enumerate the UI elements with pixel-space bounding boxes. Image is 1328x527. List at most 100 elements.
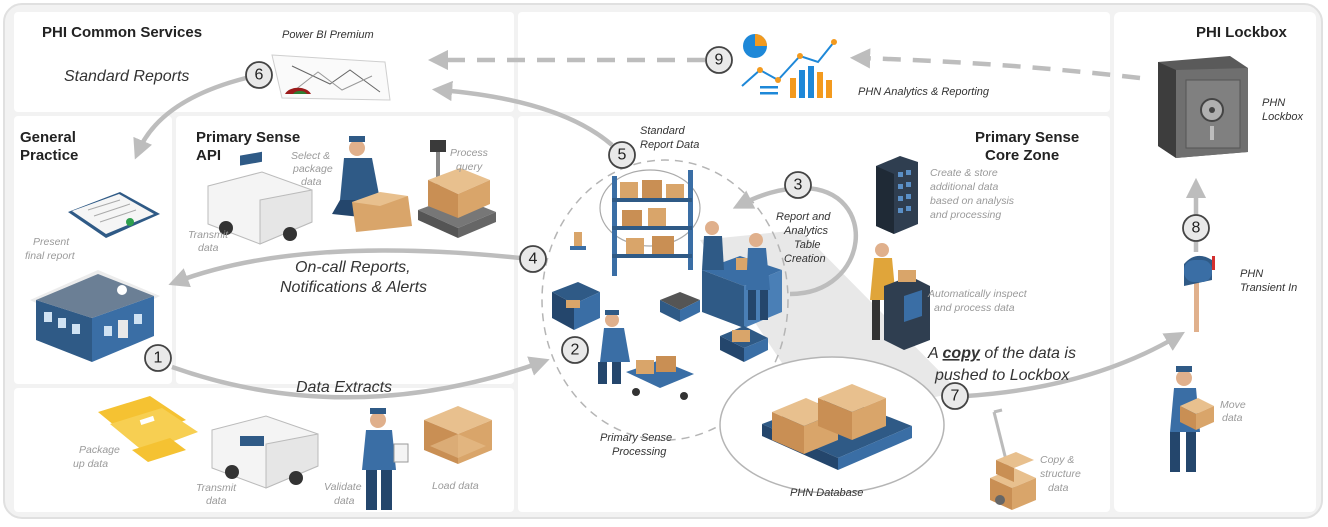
- arrow-copy-to-lockbox: [965, 331, 1185, 399]
- transmit-label-2: data: [198, 242, 219, 254]
- move-data-label-1: Move: [1220, 399, 1246, 411]
- envelopes-icon: [98, 396, 198, 462]
- report-tables-label-3: Table: [794, 239, 821, 251]
- shelf-highlight: [599, 169, 701, 247]
- step-8: 8: [1182, 214, 1210, 242]
- hand-truck-icon: [990, 408, 1036, 510]
- database-pallet-icon: [762, 384, 912, 470]
- create-store-label-3: based on analysis: [930, 195, 1015, 207]
- transmit-b-label-1: Transmit: [196, 482, 237, 494]
- step-4: 4: [519, 245, 547, 273]
- step-2: 2: [561, 336, 589, 364]
- standard-reports-label: Standard Reports: [64, 68, 189, 85]
- zone-title-lockbox: PHI Lockbox: [1196, 24, 1288, 41]
- step-3-label: 3: [794, 177, 803, 194]
- copy-structure-label-3: data: [1048, 482, 1069, 494]
- step-7: 7: [941, 382, 969, 410]
- ps-processing-label-2: Processing: [612, 446, 667, 458]
- inspect-label-1: Automatically inspect: [927, 288, 1028, 300]
- select-package-label-3: data: [301, 176, 322, 188]
- load-data-label: Load data: [432, 480, 479, 492]
- transmit-label-1: Transmit: [188, 229, 229, 241]
- create-store-label-2: additional data: [930, 181, 998, 193]
- arrow-report-data-to-powerbi: [431, 80, 614, 147]
- move-data-label-2: data: [1222, 412, 1243, 424]
- copy-pre: A: [927, 345, 943, 362]
- step-5-label: 5: [618, 147, 627, 164]
- copy-structure-label-1: Copy &: [1040, 454, 1074, 466]
- arrow-standard-reports: [133, 75, 247, 160]
- copy-emphasis: copy: [943, 345, 981, 362]
- robot-cart-icons: [552, 232, 768, 362]
- process-query-label-1: Process: [450, 147, 489, 159]
- package-up-label-1: Package: [79, 444, 120, 456]
- report-tables-label-2: Analytics: [783, 225, 829, 237]
- arrow-data-extracts: [171, 356, 550, 400]
- step-8-label: 8: [1192, 220, 1201, 237]
- copy-structure-label-2: structure: [1040, 468, 1081, 480]
- power-bi-label: Power BI Premium: [282, 29, 374, 41]
- package-up-label-2: up data: [73, 458, 108, 470]
- table-workers-icon: [702, 221, 770, 320]
- box-stack-icon: [424, 406, 492, 464]
- phn-transient-label-2: Transient In: [1240, 282, 1297, 294]
- packing-worker-icon: [332, 136, 412, 232]
- process-query-label-2: query: [456, 161, 483, 173]
- step-6: 6: [245, 61, 273, 89]
- validate-label-1: Validate: [324, 481, 362, 493]
- copy-post: of the data is: [980, 345, 1076, 362]
- step-1: 1: [144, 344, 172, 372]
- phn-lockbox-label-2: Lockbox: [1262, 111, 1303, 123]
- step-1-label: 1: [154, 350, 163, 367]
- moving-worker-icon: [1170, 366, 1214, 472]
- mailbox-icon: [1184, 255, 1215, 332]
- phn-lockbox-label-1: PHN: [1262, 97, 1285, 109]
- create-store-label-4: and processing: [930, 209, 1001, 221]
- analytics-label: PHN Analytics & Reporting: [858, 86, 990, 98]
- safe-icon: [1158, 56, 1248, 158]
- analytics-icon: [741, 34, 837, 98]
- report-tables-label-group: Report and Analytics Table Creation: [776, 211, 831, 265]
- step-2-label: 2: [571, 342, 580, 359]
- report-tables-label-4: Creation: [784, 253, 826, 265]
- scale-with-box-icon: [418, 140, 496, 238]
- power-bi-report-icon: [271, 54, 391, 101]
- zone-title-api-1: Primary Sense: [196, 129, 300, 146]
- validating-worker-icon: [362, 408, 409, 510]
- step-5: 5: [608, 141, 636, 169]
- standard-report-data-label-1: Standard: [640, 125, 686, 137]
- create-store-label-1: Create & store: [930, 167, 998, 179]
- zone-title-api-2: API: [196, 147, 221, 164]
- zone-title-core-1: Primary Sense: [975, 129, 1079, 146]
- clinic-building-icon: [30, 270, 160, 362]
- zone-title-general-practice-1: General: [20, 129, 76, 146]
- server-cabinet-icon: [876, 156, 918, 234]
- inspect-label-2: and process data: [934, 302, 1015, 314]
- zone-title-common-services: PHI Common Services: [42, 24, 202, 41]
- zone-title-general-practice-2: Practice: [20, 147, 78, 164]
- step-4-label: 4: [529, 251, 538, 268]
- step-9: 9: [705, 46, 733, 74]
- delivery-van-icon: [207, 151, 313, 245]
- validate-label-2: data: [334, 495, 355, 507]
- standard-report-data-label-2: Report Data: [640, 139, 699, 151]
- select-package-label-1: Select &: [291, 150, 330, 162]
- arrow-report-loop: [732, 185, 859, 297]
- zone-top-left: [14, 12, 514, 112]
- phn-transient-label-1: PHN: [1240, 268, 1263, 280]
- trolley-worker-icon: [598, 310, 694, 400]
- step-7-label: 7: [951, 388, 960, 405]
- copy-to-lockbox-label-2: pushed to Lockbox: [934, 367, 1070, 384]
- select-package-label-2: package: [292, 163, 333, 175]
- step-6-label: 6: [255, 67, 264, 84]
- present-report-label-2: final report: [25, 250, 76, 262]
- processing-circle: [541, 159, 789, 441]
- copy-to-lockbox-label-1: A copy of the data is: [927, 345, 1076, 362]
- report-tables-label-1: Report and: [776, 211, 831, 223]
- on-call-label-2: Notifications & Alerts: [280, 279, 427, 296]
- data-extracts-label: Data Extracts: [296, 379, 392, 396]
- zone-title-core-2: Core Zone: [985, 147, 1059, 164]
- arrow-lockbox-to-analytics: [849, 48, 1141, 81]
- on-call-label-1: On-call Reports,: [295, 259, 411, 276]
